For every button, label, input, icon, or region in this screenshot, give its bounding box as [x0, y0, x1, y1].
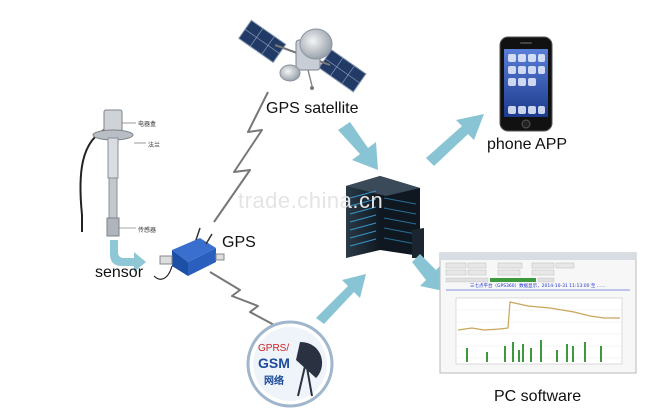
watermark: trade.china.cn — [238, 188, 384, 213]
gsm-text: GSM — [258, 355, 290, 371]
satellite-icon — [238, 19, 367, 93]
sensor-part-label: 法兰 — [148, 142, 161, 149]
gps-device-icon — [153, 227, 225, 280]
satellite-to-server-arrow — [338, 122, 378, 170]
gprs-signal-icon — [209, 271, 277, 327]
sensor-icon — [79, 109, 146, 237]
phone-app-label: phone APP — [487, 136, 568, 153]
gps-label: GPS — [222, 234, 256, 251]
pc-software-label: PC software — [494, 388, 582, 405]
gps-satellite-label: GPS satellite — [266, 100, 359, 117]
server-icon — [346, 176, 424, 258]
gsm-to-server-arrow — [316, 274, 366, 324]
sensor-part-label: 电器盒 — [138, 121, 157, 128]
gsm-network-badge — [246, 320, 334, 408]
sensor-label: sensor — [95, 264, 144, 281]
phone-icon — [499, 36, 553, 132]
server-to-pc-arrow — [412, 254, 448, 292]
network-text: 网络 — [264, 376, 284, 387]
sensor-to-gps-arrow — [110, 240, 146, 272]
sensor-part-label: 传感器 — [138, 227, 157, 234]
gprs-text: GPRS/ — [258, 343, 290, 354]
pc-screen-title: 三七点平台（GPS360）数据显示，2014-10-31 11:13:00 至 … — [470, 284, 606, 289]
server-to-phone-arrow — [426, 114, 484, 166]
pc-software-window — [439, 252, 637, 374]
wireless-signal-icon — [213, 91, 269, 223]
